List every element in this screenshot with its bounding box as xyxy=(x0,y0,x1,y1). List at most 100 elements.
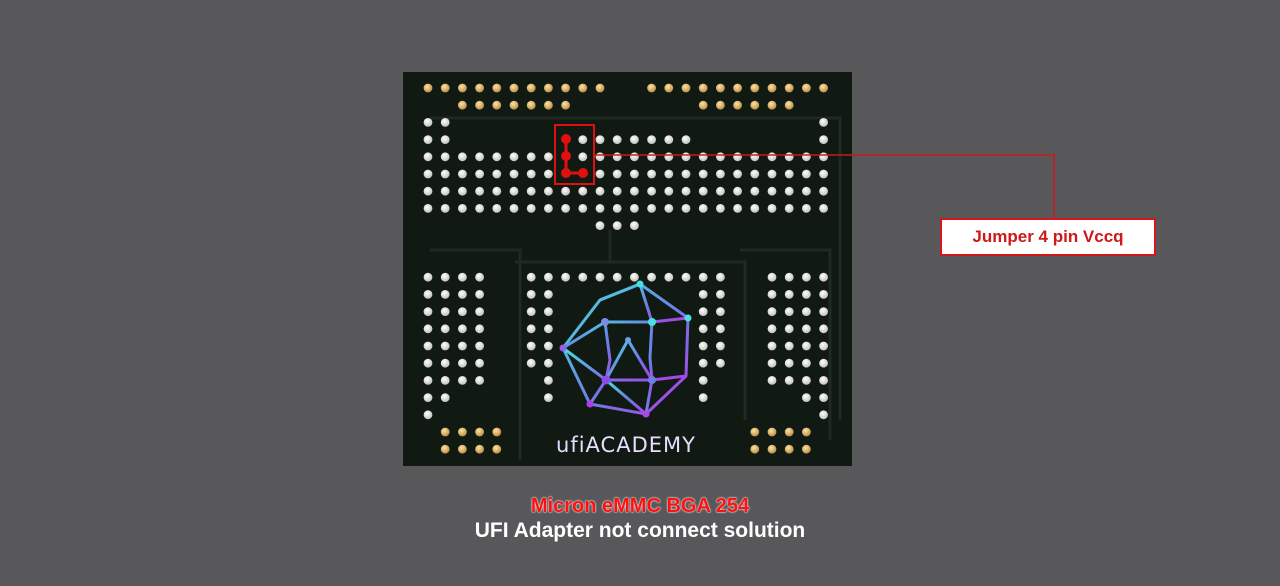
solder-ball xyxy=(802,393,811,402)
gold-ball xyxy=(458,444,467,454)
solder-ball xyxy=(458,341,467,351)
solder-ball xyxy=(458,307,467,316)
solder-ball xyxy=(681,135,691,145)
solder-ball xyxy=(440,358,450,368)
solder-ball xyxy=(440,272,450,282)
gold-ball xyxy=(802,444,811,454)
gold-ball xyxy=(509,83,519,93)
solder-ball xyxy=(802,204,811,213)
solder-ball xyxy=(423,135,433,145)
gold-ball xyxy=(716,100,725,110)
solder-ball xyxy=(819,152,828,162)
ball-grid xyxy=(423,83,828,454)
jumper-wire xyxy=(564,139,583,175)
solder-ball xyxy=(423,169,433,179)
logo-text: ufiACADEMY xyxy=(556,433,696,457)
logo-nodes xyxy=(559,280,692,418)
solder-ball xyxy=(475,152,484,162)
solder-ball xyxy=(698,204,708,213)
solder-ball xyxy=(526,204,536,213)
solder-ball xyxy=(681,272,691,282)
solder-ball xyxy=(733,204,742,213)
solder-ball xyxy=(526,290,536,299)
solder-ball xyxy=(475,169,484,179)
gold-ball xyxy=(475,427,484,437)
solder-ball xyxy=(802,186,811,196)
gold-ball xyxy=(458,100,467,110)
solder-ball xyxy=(819,186,828,196)
solder-ball xyxy=(698,393,708,402)
solder-ball xyxy=(716,204,725,213)
solder-ball xyxy=(526,341,536,351)
solder-ball xyxy=(544,152,553,162)
gold-ball xyxy=(767,444,777,454)
solder-ball xyxy=(784,324,794,334)
solder-ball xyxy=(767,341,777,351)
solder-ball xyxy=(630,221,639,231)
solder-ball xyxy=(544,186,553,196)
solder-ball xyxy=(733,186,742,196)
solder-ball xyxy=(819,204,828,213)
gold-ball xyxy=(784,83,794,93)
solder-ball xyxy=(698,186,708,196)
solder-ball xyxy=(595,186,605,196)
solder-ball xyxy=(819,307,828,316)
solder-ball xyxy=(423,410,433,420)
gold-ball xyxy=(784,444,794,454)
solder-ball xyxy=(423,307,433,316)
solder-ball xyxy=(681,204,691,213)
solder-ball xyxy=(698,152,708,162)
solder-ball xyxy=(767,376,777,385)
solder-ball xyxy=(716,307,725,316)
solder-ball xyxy=(595,169,605,179)
solder-ball xyxy=(630,152,639,162)
solder-ball xyxy=(802,324,811,334)
gold-ball xyxy=(733,83,742,93)
solder-ball xyxy=(509,186,519,196)
solder-ball xyxy=(458,186,467,196)
solder-ball xyxy=(612,186,622,196)
solder-ball xyxy=(767,358,777,368)
solder-ball xyxy=(475,324,484,334)
gold-ball xyxy=(767,100,777,110)
gold-ball xyxy=(492,427,502,437)
solder-ball xyxy=(664,272,674,282)
solder-ball xyxy=(802,152,811,162)
solder-ball xyxy=(612,135,622,145)
solder-ball xyxy=(819,290,828,299)
solder-ball xyxy=(578,186,588,196)
solder-ball xyxy=(819,118,828,127)
solder-ball xyxy=(544,358,553,368)
solder-ball xyxy=(458,272,467,282)
solder-ball xyxy=(544,169,553,179)
solder-ball xyxy=(716,186,725,196)
gold-ball xyxy=(784,427,794,437)
gold-ball xyxy=(733,100,742,110)
solder-ball xyxy=(475,186,484,196)
gold-ball xyxy=(750,427,760,437)
solder-ball xyxy=(544,324,553,334)
solder-ball xyxy=(561,272,570,282)
gold-ball xyxy=(492,444,502,454)
solder-ball xyxy=(526,186,536,196)
solder-ball xyxy=(750,169,760,179)
solder-ball xyxy=(716,169,725,179)
gold-ball xyxy=(423,83,433,93)
solder-ball xyxy=(767,324,777,334)
solder-ball xyxy=(578,204,588,213)
solder-ball xyxy=(819,169,828,179)
solder-ball xyxy=(526,272,536,282)
solder-ball xyxy=(423,341,433,351)
solder-ball xyxy=(647,169,656,179)
solder-ball xyxy=(423,376,433,385)
gold-ball xyxy=(561,100,570,110)
solder-ball xyxy=(440,118,450,127)
gold-ball xyxy=(509,100,519,110)
solder-ball xyxy=(630,169,639,179)
solder-ball xyxy=(458,376,467,385)
solder-ball xyxy=(458,204,467,213)
solder-ball xyxy=(440,169,450,179)
solder-ball xyxy=(784,290,794,299)
gold-ball xyxy=(802,427,811,437)
